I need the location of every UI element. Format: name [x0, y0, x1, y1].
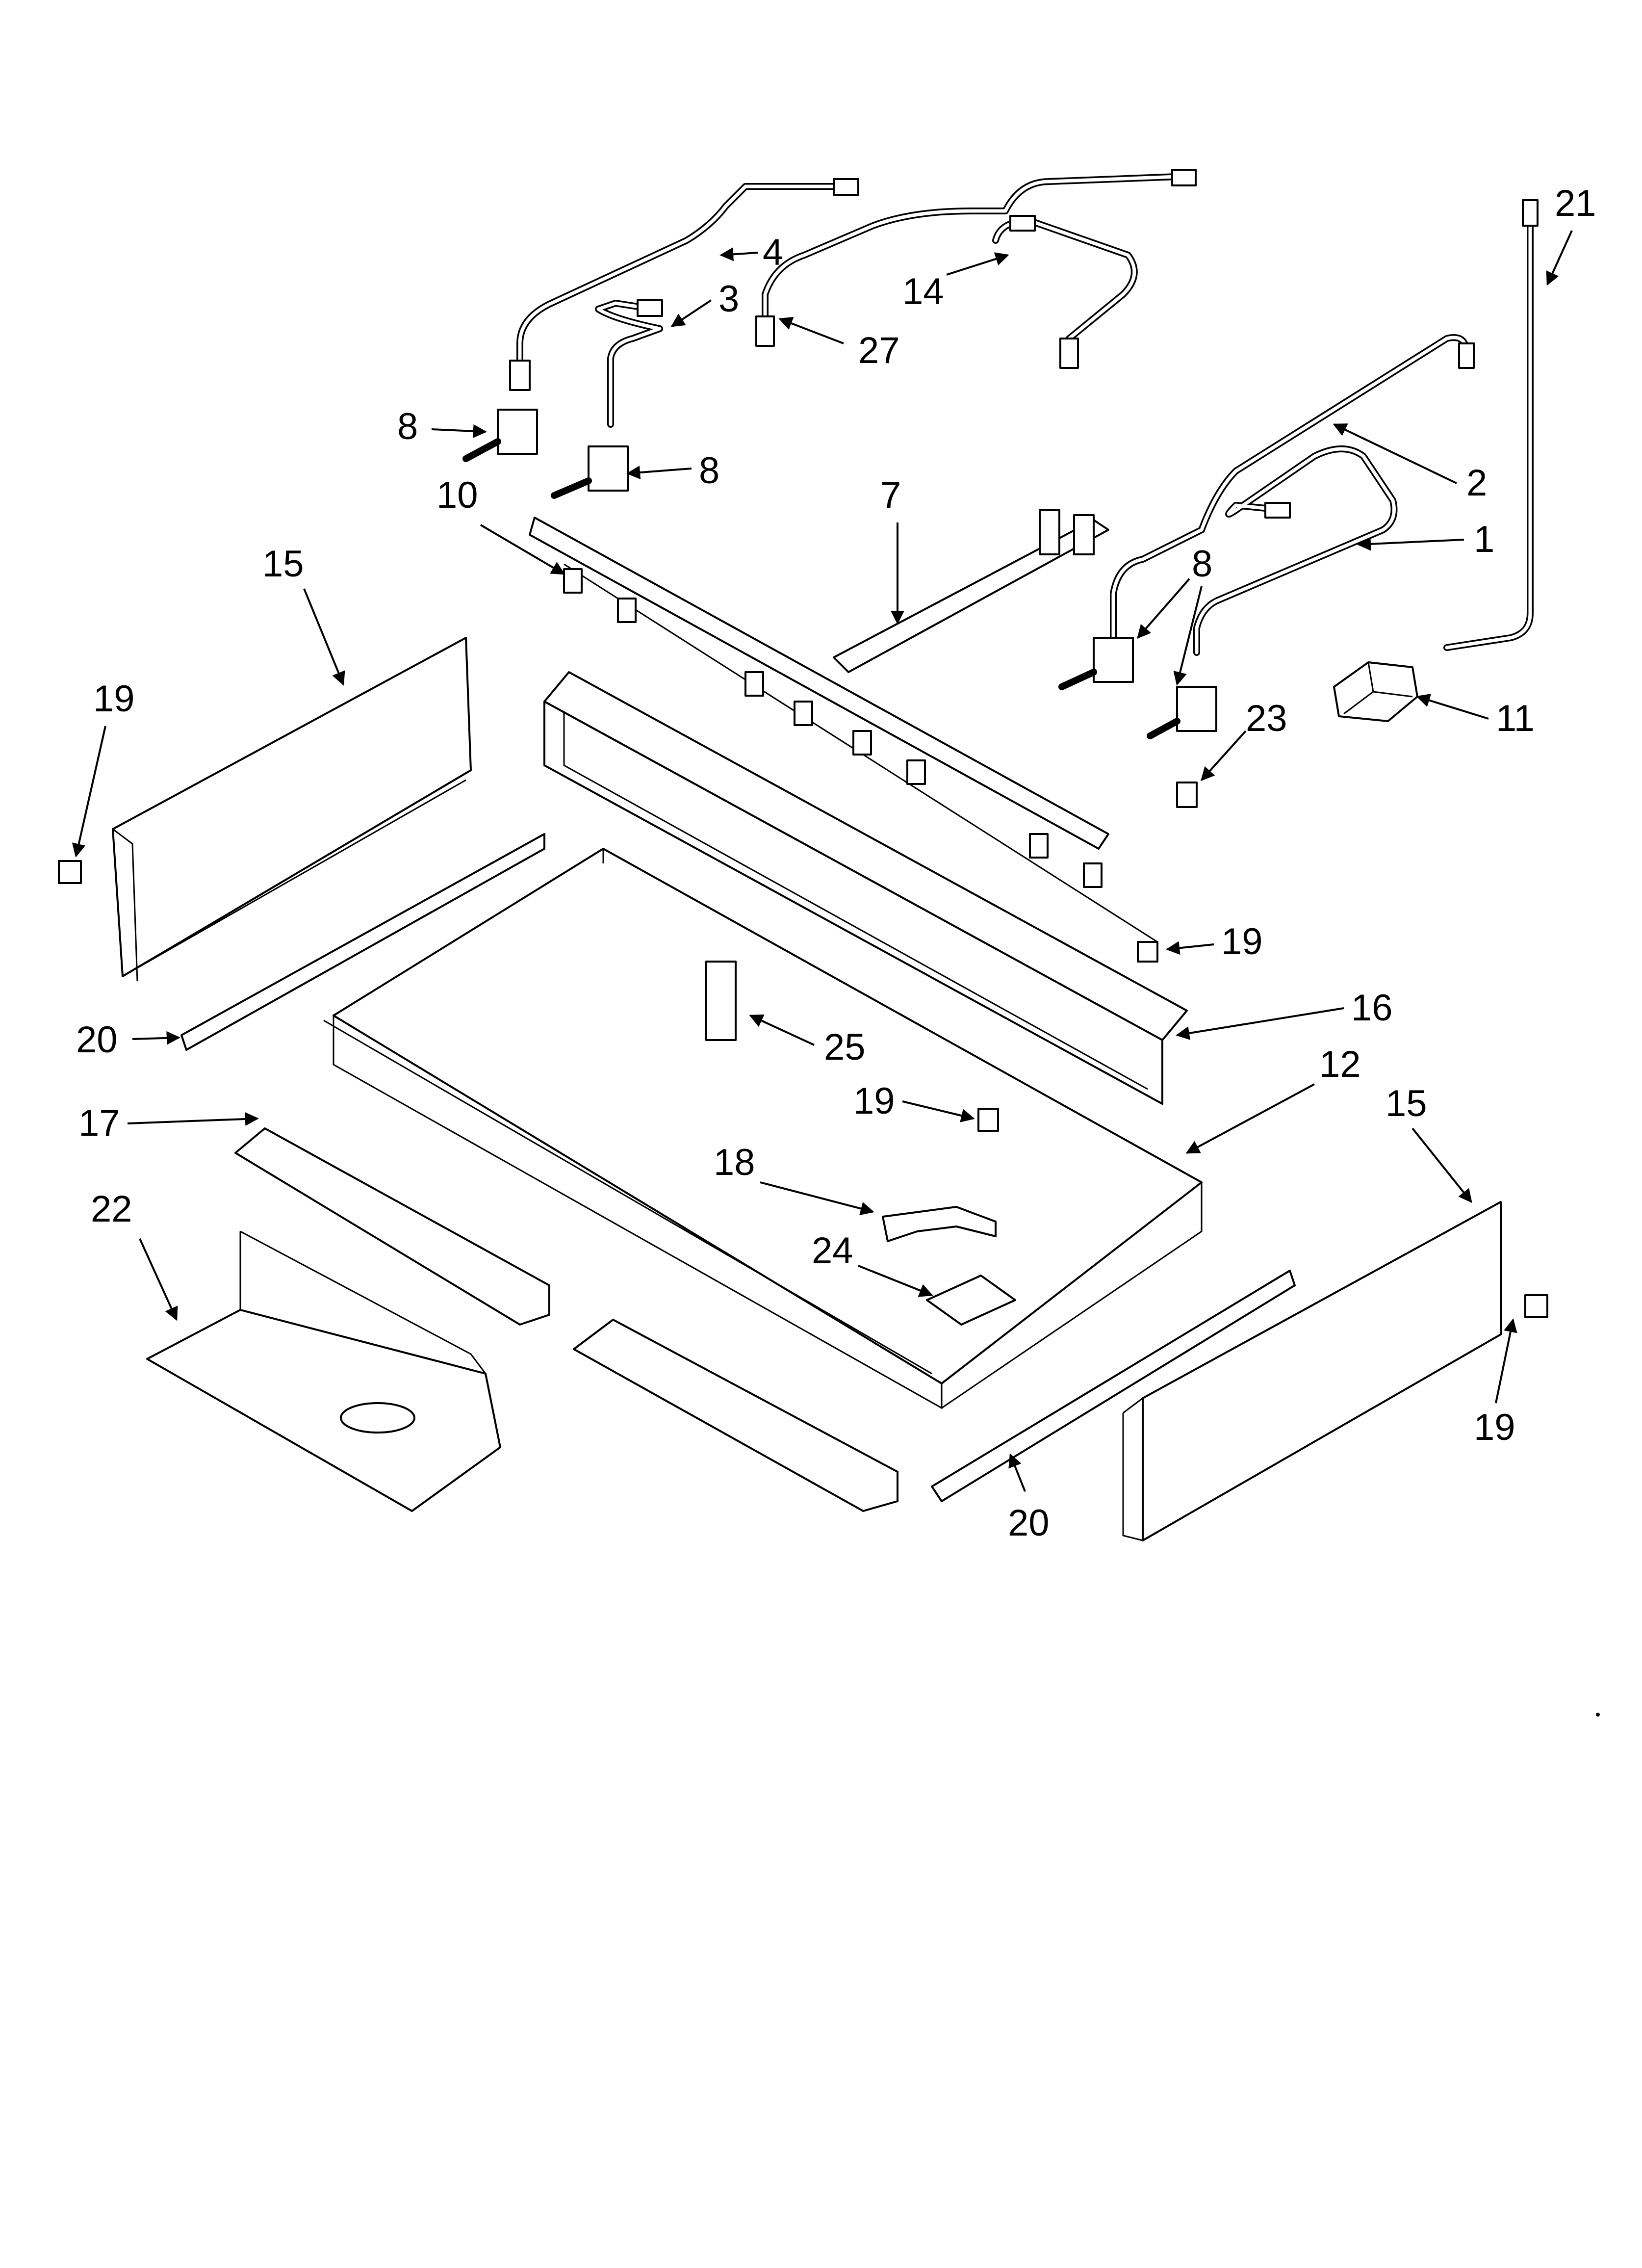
- callout-label: 12: [1319, 1043, 1361, 1085]
- base-pan: [323, 848, 1203, 1409]
- callout-label: 10: [436, 474, 478, 516]
- burner-box: [543, 671, 1188, 1105]
- center-bracket: [705, 961, 737, 1041]
- callout-label: 17: [78, 1102, 120, 1144]
- screw: [1137, 941, 1158, 963]
- callout-label: 21: [1555, 182, 1596, 224]
- callouts: 4 3 27 14 21 8 8 8 2 10 7 1 15 19 11 23: [72, 182, 1596, 1544]
- gas-tube-3: [595, 299, 663, 428]
- callout-label: 20: [1008, 1502, 1050, 1544]
- rail-right: [931, 1270, 1296, 1502]
- callout-label: 15: [1385, 1083, 1427, 1124]
- burner-valve: [1058, 637, 1134, 690]
- gas-tube-14: [992, 215, 1138, 369]
- burner-valve: [1147, 686, 1217, 739]
- callout-label: 18: [714, 1142, 755, 1183]
- callout-label: 23: [1246, 698, 1287, 739]
- burner-valve: [462, 409, 538, 462]
- callout-label: 25: [824, 1026, 866, 1068]
- igniter-harness-bar: [529, 517, 1158, 943]
- callout-label: 27: [858, 330, 900, 371]
- callout-label: 8: [1192, 543, 1212, 585]
- gas-tube-1: [1193, 445, 1398, 656]
- screw: [977, 1108, 999, 1132]
- stray-dot: [1596, 1713, 1600, 1717]
- gas-tube-4: [509, 178, 859, 391]
- side-panel-left: [112, 637, 472, 982]
- callout-label: 22: [91, 1188, 132, 1230]
- manifold-pipe: [833, 509, 1109, 673]
- callout-label: 4: [763, 232, 783, 273]
- screw: [1524, 1294, 1548, 1318]
- mounting-bracket: [882, 1206, 997, 1242]
- callout-label: 19: [1221, 921, 1263, 963]
- shield-22: [146, 1230, 501, 1512]
- callout-label: 16: [1351, 987, 1393, 1029]
- callout-label: 7: [880, 474, 901, 516]
- callout-label: 19: [93, 678, 135, 720]
- bracket-plate: [926, 1275, 1016, 1326]
- callout-label: 14: [902, 271, 944, 313]
- callout-label: 8: [397, 406, 418, 447]
- callout-label: 11: [1496, 698, 1535, 739]
- pressure-regulator: [1333, 661, 1418, 722]
- gas-tube-2: [1110, 334, 1475, 641]
- callout-label: 24: [812, 1230, 853, 1272]
- callout-label: 3: [718, 278, 739, 320]
- callout-label: 19: [853, 1080, 895, 1122]
- callout-label: 1: [1474, 519, 1494, 560]
- callout-label: 8: [699, 450, 719, 492]
- gas-tube-27: [755, 169, 1197, 347]
- rail-left: [180, 833, 545, 1051]
- gas-tube-21: [1443, 199, 1539, 651]
- shelf-bracket: [573, 1319, 898, 1512]
- callout-label: 20: [76, 1019, 118, 1061]
- callout-label: 2: [1466, 462, 1487, 504]
- side-panel-right: [1122, 1201, 1502, 1541]
- screw: [58, 860, 82, 884]
- callout-label: 15: [262, 543, 304, 585]
- orifice-fitting: [1176, 782, 1198, 808]
- callout-label: 19: [1474, 1407, 1515, 1448]
- shelf-bracket-17: [234, 1127, 550, 1326]
- burner-valve: [551, 445, 629, 499]
